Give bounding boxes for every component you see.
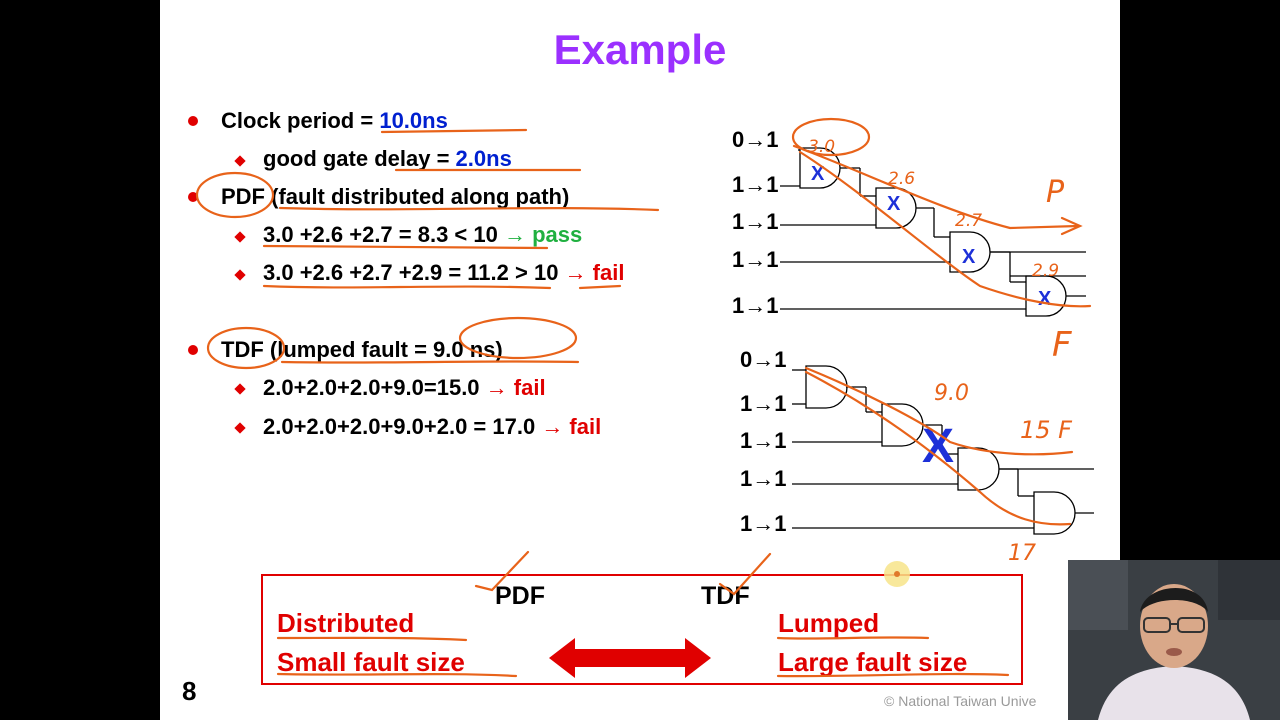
top-input-4: 1→1 [732,247,779,272]
top-input-3: 1→1 [732,209,779,234]
pdf-calc-2: 3.0 +2.6 +2.7 +2.9 = 11.2 > 10 → fail [263,260,624,286]
fault-x-2: X [887,193,901,215]
pass-annotation: P [1046,175,1065,210]
delay-annotation-2: 2.6 [888,169,915,189]
tdf-calc-2-result: → fail [541,414,602,439]
tdf-label: TDF [221,337,264,362]
tdf-lumped-text: Lumped [778,608,880,638]
top-input-2: 1→1 [732,172,779,197]
delay-annotation-1: 3.0 [808,137,835,157]
lumped-fault-x: X [922,420,954,473]
copyright-notice: © National Taiwan Unive [884,693,1037,709]
presenter-image [1068,560,1280,720]
fault-x-1: X [811,163,825,185]
delay-annotation-3: 2.7 [955,211,982,231]
tdf-line: TDF (lumped fault = 9.0 ns) [221,337,503,363]
bottom-input-5: 1→1 [740,511,787,536]
top-input-5: 1→1 [732,293,779,318]
fault-x-4: X [1038,288,1052,310]
pdf-small-fault-text: Small fault size [277,647,465,677]
tdf-large-fault-text: Large fault size [778,647,968,677]
clock-period-value: 10.0ns [379,108,448,133]
tdf-description: (lumped fault = 9.0 ns) [263,337,503,362]
top-input-1: 0→1 [732,127,779,152]
clock-period-line: Clock period = 10.0ns [221,108,448,134]
webcam-feed [1068,560,1280,720]
total-15-annotation: 15 F [1020,416,1073,444]
pdf-calc-2-result: → fail [564,260,625,285]
fault-x-3: X [962,246,976,268]
total-17-annotation: 17 [1008,541,1036,566]
gate-delay-value: 2.0ns [455,146,512,171]
slide-title: Example [553,26,727,73]
double-arrow-icon [549,638,711,678]
bottom-input-4: 1→1 [740,466,787,491]
pdf-calc-1-expression: 3.0 +2.6 +2.7 = 8.3 < 10 [263,222,504,247]
bullet-dot [188,192,198,202]
tdf-calc-2-expression: 2.0+2.0+2.0+9.0+2.0 = 17.0 [263,414,542,439]
bottom-input-3: 1→1 [740,428,787,453]
pointer-dot [894,571,900,577]
gate-delay-label: good gate delay = [263,146,456,171]
bottom-input-2: 1→1 [740,391,787,416]
tdf-calc-1-expression: 2.0+2.0+2.0+9.0=15.0 [263,375,486,400]
pdf-distributed-text: Distributed [277,608,415,638]
delay-annotation-4: 2.9 [1032,261,1059,281]
circuit-diagram: X X X X X [195,117,1094,678]
pdf-line: PDF (fault distributed along path) [221,184,569,210]
slide: Example Clock period = 10.0ns good gate … [160,0,1120,720]
pdf-calc-1: 3.0 +2.6 +2.7 = 8.3 < 10 → pass [263,222,582,248]
tdf-calc-2: 2.0+2.0+2.0+9.0+2.0 = 17.0 → fail [263,414,601,440]
bullet-dot [188,345,198,355]
tdf-calc-1-result: → fail [485,375,546,400]
bottom-input-1: 0→1 [740,347,787,372]
gate-delay-line: good gate delay = 2.0ns [263,146,512,172]
page-number: 8 [182,676,197,706]
bullet-dot [188,116,198,126]
comparison-pdf-header: PDF [495,582,545,610]
pdf-label: PDF [221,184,265,209]
pdf-calc-2-expression: 3.0 +2.6 +2.7 +2.9 = 11.2 > 10 [263,260,565,285]
fail-annotation: F [1052,325,1072,365]
pdf-calc-1-result: → pass [503,222,583,247]
clock-period-label: Clock period = [221,108,380,133]
pdf-description: (fault distributed along path) [265,184,570,209]
lumped-delay-annotation: 9.0 [934,381,969,406]
tdf-calc-1: 2.0+2.0+2.0+9.0=15.0 → fail [263,375,546,401]
